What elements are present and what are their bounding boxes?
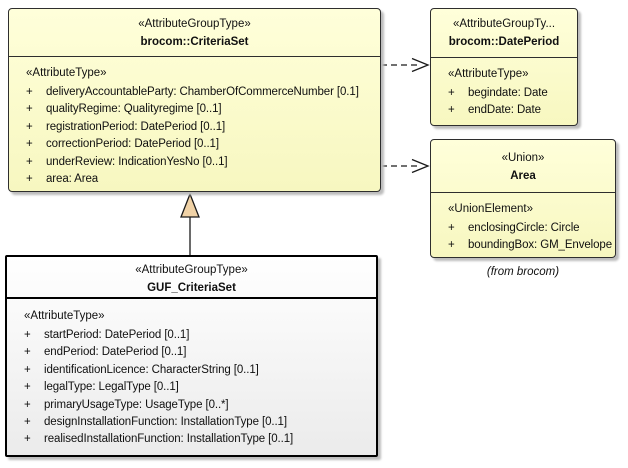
stereotype-label: «AttributeGroupType»: [135, 264, 248, 276]
attributes-compartment: «AttributeType» + deliveryAccountablePar…: [9, 57, 380, 188]
class-name: Area: [510, 170, 536, 182]
section-label: «AttributeType»: [448, 68, 529, 80]
attribute-row: + identificationLicence: CharacterString…: [24, 362, 371, 379]
dependency-arrow-area[interactable]: [381, 158, 430, 174]
attribute-text: legalType: LegalType [0..1]: [44, 381, 179, 394]
section-label: «UnionElement»: [448, 203, 534, 215]
attribute-row: + startPeriod: DatePeriod [0..1]: [24, 327, 371, 344]
attribute-row: + endDate: Date: [448, 102, 572, 119]
class-box-brocom-criteriaset[interactable]: «AttributeGroupType» brocom::CriteriaSet…: [8, 8, 381, 192]
attributes-compartment: «UnionElement» + enclosingCircle: Circle…: [431, 193, 615, 255]
attribute-text: begindate: Date: [468, 87, 548, 99]
attribute-text: deliveryAccountableParty: ChamberOfComme…: [46, 86, 359, 98]
attribute-text: boundingBox: GM_Envelope: [468, 239, 613, 252]
attribute-row: + qualityRegime: Qualityregime [0..1]: [26, 101, 375, 118]
attribute-text: identificationLicence: CharacterString […: [44, 363, 259, 376]
visibility-public: +: [24, 381, 31, 394]
attribute-text: endPeriod: DatePeriod [0..1]: [44, 346, 187, 359]
attribute-text: endDate: Date: [468, 104, 541, 117]
attribute-text: designInstallationFunction: Installation…: [44, 416, 287, 429]
class-header: «Union» Area: [431, 140, 615, 193]
class-box-guf-criteriaset[interactable]: «AttributeGroupType» GUF_CriteriaSet «At…: [5, 255, 378, 457]
attribute-text: realisedInstallationFunction: Installati…: [44, 433, 294, 446]
class-header: «AttributeGroupType» brocom::CriteriaSet: [9, 9, 380, 57]
visibility-public: +: [448, 239, 455, 252]
visibility-public: +: [26, 120, 33, 133]
attribute-text: correctionPeriod: DatePeriod [0..1]: [46, 138, 219, 151]
dependency-arrow-dateperiod[interactable]: [381, 57, 430, 73]
section-label: «AttributeType»: [26, 67, 107, 79]
visibility-public: +: [24, 433, 31, 446]
visibility-public: +: [24, 398, 31, 411]
attributes-compartment: «AttributeType» + begindate: Date + endD…: [431, 58, 577, 120]
stereotype-label: «AttributeGroupType»: [138, 18, 251, 30]
attribute-text: primaryUsageType: UsageType [0..*]: [44, 398, 229, 411]
attribute-text: enclosingCircle: Circle: [468, 222, 580, 234]
class-name: GUF_CriteriaSet: [147, 282, 236, 294]
visibility-public: +: [448, 87, 455, 99]
visibility-public: +: [26, 155, 33, 168]
attribute-row: + begindate: Date: [448, 85, 572, 102]
attribute-row: + registrationPeriod: DatePeriod [0..1]: [26, 119, 375, 136]
stereotype-label: «AttributeGroupTy...: [452, 18, 556, 30]
visibility-public: +: [26, 138, 33, 151]
attribute-row: + area: Area: [26, 171, 375, 188]
attribute-row: + boundingBox: GM_Envelope: [448, 237, 613, 254]
attributes-compartment: «AttributeType» + startPeriod: DatePerio…: [7, 299, 376, 449]
visibility-public: +: [24, 416, 31, 429]
attribute-row: + deliveryAccountableParty: ChamberOfCom…: [26, 84, 375, 101]
class-header: «AttributeGroupType» GUF_CriteriaSet: [7, 257, 376, 299]
visibility-public: +: [24, 346, 31, 359]
visibility-public: +: [24, 329, 31, 341]
attribute-row: + enclosingCircle: Circle: [448, 220, 610, 237]
class-box-area[interactable]: «Union» Area «UnionElement» + enclosingC…: [430, 139, 616, 258]
visibility-public: +: [448, 104, 455, 117]
class-box-brocom-dateperiod[interactable]: «AttributeGroupTy... brocom::DatePeriod …: [430, 8, 578, 126]
generalization-arrow[interactable]: [180, 192, 200, 255]
attribute-text: area: Area: [46, 173, 99, 186]
attribute-row: + primaryUsageType: UsageType [0..*]: [24, 397, 371, 414]
from-package-note: (from brocom): [486, 266, 560, 278]
attribute-row: + endPeriod: DatePeriod [0..1]: [24, 344, 371, 361]
attribute-row: + realisedInstallationFunction: Installa…: [24, 431, 371, 448]
attribute-text: underReview: IndicationYesNo [0..1]: [46, 155, 228, 168]
visibility-public: +: [26, 86, 33, 98]
attribute-row: + legalType: LegalType [0..1]: [24, 379, 371, 396]
attribute-row: + designInstallationFunction: Installati…: [24, 414, 371, 431]
visibility-public: +: [448, 222, 455, 234]
attribute-row: + correctionPeriod: DatePeriod [0..1]: [26, 136, 375, 153]
section-label: «AttributeType»: [24, 310, 105, 322]
visibility-public: +: [26, 103, 33, 116]
class-header: «AttributeGroupTy... brocom::DatePeriod: [431, 9, 577, 58]
visibility-public: +: [26, 173, 33, 186]
class-name: brocom::CriteriaSet: [140, 36, 249, 48]
attribute-text: startPeriod: DatePeriod [0..1]: [44, 329, 190, 341]
attribute-text: registrationPeriod: DatePeriod [0..1]: [46, 120, 226, 133]
class-name: brocom::DatePeriod: [448, 36, 560, 48]
attribute-row: + underReview: IndicationYesNo [0..1]: [26, 154, 375, 171]
stereotype-label: «Union»: [501, 152, 545, 164]
attribute-text: qualityRegime: Qualityregime [0..1]: [46, 103, 222, 116]
visibility-public: +: [24, 363, 31, 376]
